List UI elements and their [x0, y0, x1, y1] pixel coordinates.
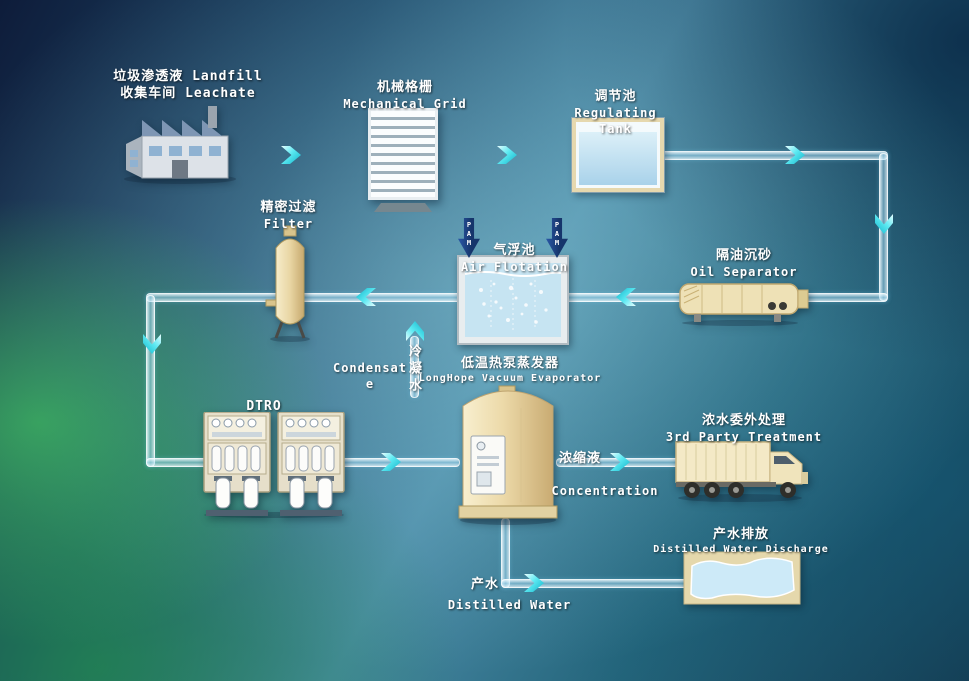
regulating-tank-label-en: Regulating Tank [574, 106, 657, 136]
oil-separator-icon [679, 283, 809, 326]
discharge-pool-icon [683, 551, 801, 605]
air-flotation-label-cn: 气浮池 [493, 243, 536, 258]
air-flotation-label: 气浮池 Air Flotation [442, 242, 587, 275]
oil-separator-label-cn: 隔油沉砂 [715, 248, 772, 263]
filter-label-en: Filter [263, 217, 314, 231]
pam-label: PAM [465, 221, 473, 248]
pipe-to-oil-separator [800, 293, 888, 302]
factory-icon [124, 106, 236, 184]
filter-label: 精密过滤 Filter [226, 199, 351, 232]
air-flotation-illustration [456, 250, 570, 346]
oil-separator-illustration [676, 278, 812, 326]
evaporator-label-cn: 低温热泵蒸发器 [460, 356, 559, 371]
discharge-pool-label-en: Distilled Water Discharge [653, 544, 829, 555]
concentration-label-cn: 浓缩液 [558, 451, 601, 466]
oil-separator-label-en: Oil Separator [690, 265, 798, 279]
regulating-tank-label: 调节池 Regulating Tank [567, 88, 664, 137]
factory-label: 垃圾渗透液 Landfill 收集车间 Leachate [78, 68, 298, 102]
air-flotation-icon [457, 255, 569, 345]
discharge-pool-label-cn: 产水排放 [712, 527, 769, 542]
truck-icon [675, 441, 808, 502]
concentration-label-en: Concentration [551, 484, 659, 498]
distilled-water-label-en: Distilled Water [447, 598, 572, 612]
flow-arrow-right-icon [497, 146, 517, 164]
filter-icon [265, 225, 310, 342]
tank-water [579, 132, 657, 185]
dtro-illustration [202, 411, 346, 518]
filter-illustration [260, 224, 320, 342]
truck-illustration [674, 434, 812, 504]
third-party-label: 浓水委外处理 3rd Party Treatment [634, 412, 854, 445]
pipe-to-discharge-pool [501, 579, 691, 588]
pam-label: PAM [553, 221, 561, 248]
pipe-tank-to-right [658, 151, 888, 160]
air-flotation-label-en: Air Flotation [461, 260, 568, 274]
third-party-label-cn: 浓水委外处理 [701, 413, 786, 428]
mechanical-grid-stand [374, 203, 432, 212]
regulating-tank-label-cn: 调节池 [594, 89, 637, 104]
distilled-water-label-cn: 产水 [470, 577, 499, 592]
factory-label-line2: 收集车间 Leachate [120, 86, 256, 101]
evaporator-label-en: LongHope Vacuum Evaporator [418, 373, 602, 384]
dtro-icon [203, 411, 345, 518]
factory-label-line1: 垃圾渗透液 Landfill [113, 69, 263, 84]
discharge-pool-label: 产水排放 Distilled Water Discharge [652, 526, 830, 557]
flow-arrow-right-icon [281, 146, 301, 164]
filter-label-cn: 精密过滤 [260, 200, 317, 215]
condensate-label-en: Condensate [332, 361, 408, 391]
mechanical-grid-label: 机械格栅 Mechanical Grid [330, 79, 480, 112]
evaporator-illustration [455, 384, 561, 526]
factory-illustration [112, 98, 242, 186]
third-party-label-en: 3rd Party Treatment [665, 430, 823, 444]
dtro-label: DTRO [246, 399, 282, 414]
mechanical-grid-illustration [368, 108, 438, 200]
regulating-tank-illustration [571, 117, 665, 193]
evaporator-label: 低温热泵蒸发器 LongHope Vacuum Evaporator [416, 355, 604, 386]
mechanical-grid-label-en: Mechanical Grid [343, 97, 467, 111]
oil-separator-label: 隔油沉砂 Oil Separator [664, 247, 824, 280]
discharge-pool-illustration [682, 550, 802, 607]
pipe-condensate-return [410, 336, 419, 398]
pipe-left-vertical [146, 295, 155, 467]
mechanical-grid-label-cn: 机械格栅 [376, 80, 433, 95]
evaporator-icon [458, 385, 558, 525]
condensate-label-cn: 冷凝水 [406, 343, 421, 395]
